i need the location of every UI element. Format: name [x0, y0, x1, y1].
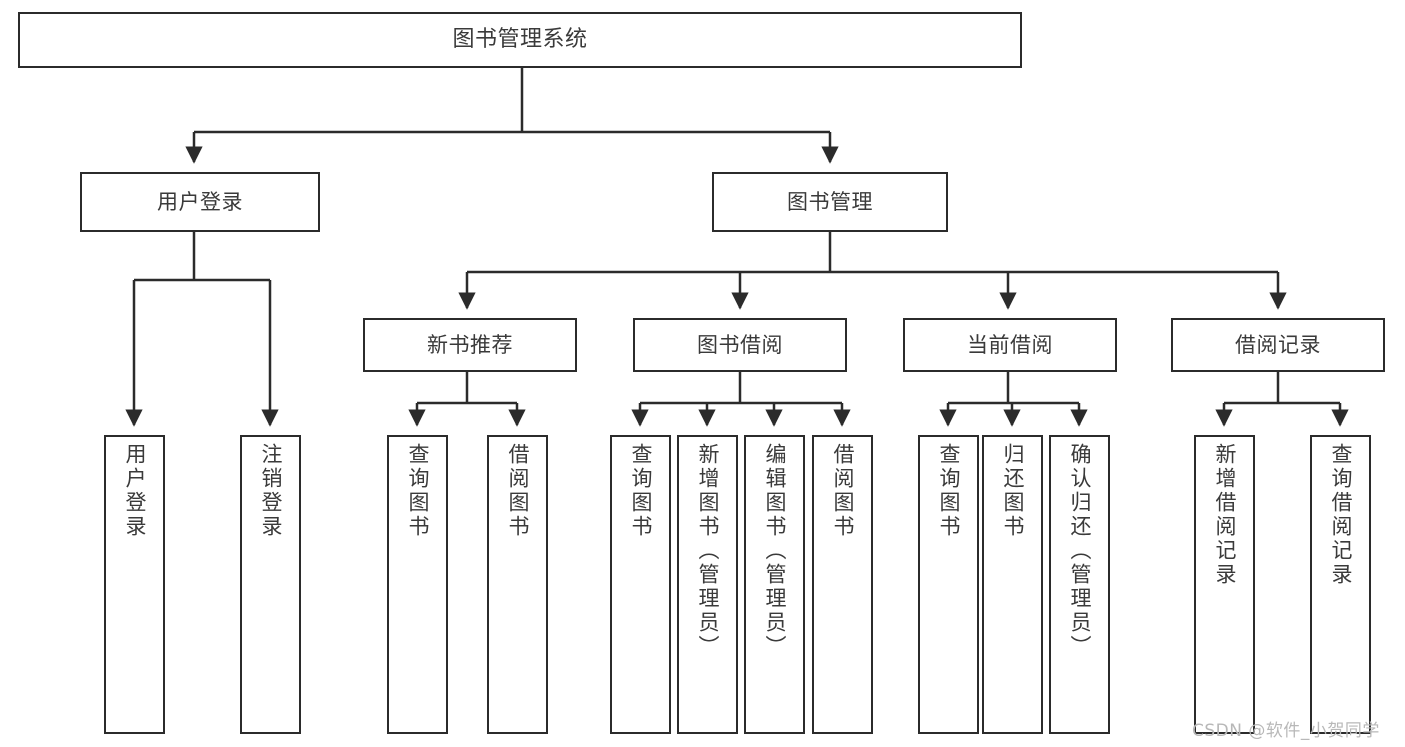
leaf-book-borrow-edit-label: 编辑图书（管理员） [763, 443, 787, 659]
leaf-book-borrow-borrow-label: 借阅图书 [831, 443, 855, 539]
node-root-system-label: 图书管理系统 [452, 27, 588, 53]
leaf-new-book-query[interactable]: 查询图书 [387, 435, 448, 734]
leaf-borrow-record-add-label: 新增借阅记录 [1213, 443, 1237, 587]
leaf-current-borrow-confirm[interactable]: 确认归还（管理员） [1049, 435, 1110, 734]
node-book-management-label: 图书管理 [787, 189, 873, 214]
node-user-login-label: 用户登录 [157, 189, 243, 214]
leaf-new-book-borrow[interactable]: 借阅图书 [487, 435, 548, 734]
node-new-book-recommend[interactable]: 新书推荐 [363, 318, 577, 372]
leaf-borrow-record-add[interactable]: 新增借阅记录 [1194, 435, 1255, 734]
leaf-book-borrow-query[interactable]: 查询图书 [610, 435, 671, 734]
node-book-management[interactable]: 图书管理 [712, 172, 948, 232]
leaf-current-borrow-confirm-label: 确认归还（管理员） [1068, 443, 1092, 659]
leaf-borrow-record-query-label: 查询借阅记录 [1329, 443, 1353, 587]
leaf-book-borrow-query-label: 查询图书 [629, 443, 653, 539]
leaf-new-book-borrow-label: 借阅图书 [506, 443, 530, 539]
node-current-borrow-label: 当前借阅 [967, 332, 1053, 357]
leaf-current-borrow-query[interactable]: 查询图书 [918, 435, 979, 734]
leaf-user-login-signout-label: 注销登录 [259, 443, 283, 539]
node-root-system[interactable]: 图书管理系统 [18, 12, 1022, 68]
leaf-book-borrow-add-label: 新增图书（管理员） [696, 443, 720, 659]
leaf-book-borrow-edit[interactable]: 编辑图书（管理员） [744, 435, 805, 734]
leaf-book-borrow-add[interactable]: 新增图书（管理员） [677, 435, 738, 734]
leaf-new-book-query-label: 查询图书 [406, 443, 430, 539]
node-book-borrow-label: 图书借阅 [697, 332, 783, 357]
leaf-book-borrow-borrow[interactable]: 借阅图书 [812, 435, 873, 734]
node-borrow-record[interactable]: 借阅记录 [1171, 318, 1385, 372]
leaf-current-borrow-return-label: 归还图书 [1001, 443, 1025, 539]
node-new-book-recommend-label: 新书推荐 [427, 332, 513, 357]
node-book-borrow[interactable]: 图书借阅 [633, 318, 847, 372]
leaf-borrow-record-query[interactable]: 查询借阅记录 [1310, 435, 1371, 734]
node-current-borrow[interactable]: 当前借阅 [903, 318, 1117, 372]
leaf-current-borrow-query-label: 查询图书 [937, 443, 961, 539]
watermark-text: CSDN @软件_小贺同学 [1192, 721, 1380, 741]
leaf-user-login-signin[interactable]: 用户登录 [104, 435, 165, 734]
node-user-login[interactable]: 用户登录 [80, 172, 320, 232]
leaf-user-login-signout[interactable]: 注销登录 [240, 435, 301, 734]
node-borrow-record-label: 借阅记录 [1235, 332, 1321, 357]
leaf-current-borrow-return[interactable]: 归还图书 [982, 435, 1043, 734]
leaf-user-login-signin-label: 用户登录 [123, 443, 147, 539]
